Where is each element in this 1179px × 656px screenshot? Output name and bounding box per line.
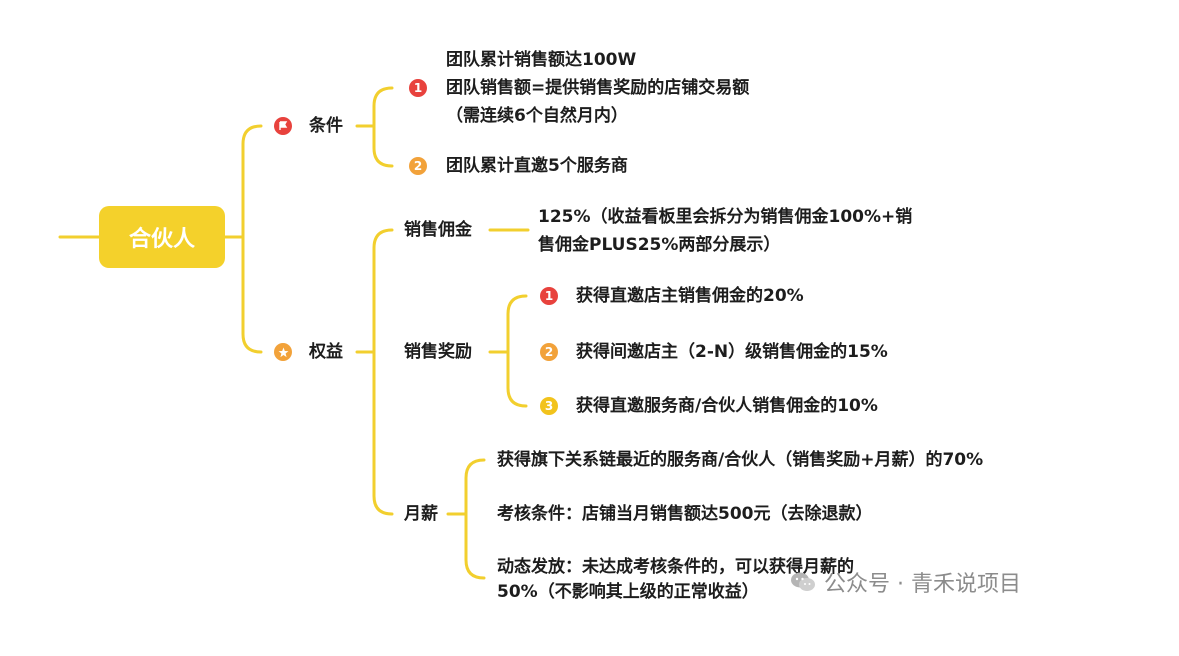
rights-label: 权益 bbox=[309, 342, 343, 362]
salary-item-1: 获得旗下关系链最近的服务商/合伙人（销售奖励+月薪）的70% bbox=[497, 450, 984, 470]
reward-item-1: 获得直邀店主销售佣金的20% bbox=[576, 286, 804, 306]
connector-root-branches bbox=[223, 124, 263, 354]
salary-item-3-line-1: 动态发放：未达成考核条件的，可以获得月薪的 bbox=[497, 557, 854, 577]
root-node: 合伙人 bbox=[99, 206, 225, 268]
reward-label: 销售奖励 bbox=[404, 342, 472, 362]
salary-label: 月薪 bbox=[404, 504, 438, 524]
salary-item-3-line-2: 50%（不影响其上级的正常收益） bbox=[497, 582, 759, 602]
watermark-text: 公众号 · 青禾说项目 bbox=[824, 572, 1021, 597]
commission-line-2: 售佣金PLUS25%两部分展示） bbox=[538, 235, 781, 255]
reward-item-3: 获得直邀服务商/合伙人销售佣金的10% bbox=[576, 396, 878, 416]
conditions-label: 条件 bbox=[309, 116, 343, 136]
connector-rights bbox=[355, 228, 394, 516]
salary-item-2: 考核条件：店铺当月销售额达500元（去除退款） bbox=[497, 504, 873, 524]
number-1-badge: 1 bbox=[540, 287, 558, 305]
condition-1-line-3: （需连续6个自然月内） bbox=[446, 106, 628, 126]
flag-icon bbox=[274, 117, 292, 135]
number-2-badge: 2 bbox=[409, 157, 427, 175]
number-1-badge: 1 bbox=[409, 79, 427, 97]
watermark: 公众号 · 青禾说项目 bbox=[790, 566, 1021, 598]
condition-2-line-1: 团队累计直邀5个服务商 bbox=[446, 156, 628, 176]
root-label: 合伙人 bbox=[128, 227, 195, 252]
commission-line-1: 125%（收益看板里会拆分为销售佣金100%+销 bbox=[538, 207, 913, 227]
connector-salary bbox=[446, 458, 486, 580]
wechat-icon bbox=[790, 571, 816, 593]
condition-1-line-2: 团队销售额=提供销售奖励的店铺交易额 bbox=[446, 78, 750, 98]
star-icon bbox=[274, 343, 292, 361]
number-2-badge: 2 bbox=[540, 343, 558, 361]
reward-item-2: 获得间邀店主（2-N）级销售佣金的15% bbox=[576, 342, 888, 362]
connector-conditions bbox=[355, 86, 394, 168]
connector-reward bbox=[488, 294, 528, 408]
number-3-badge: 3 bbox=[540, 397, 558, 415]
commission-label: 销售佣金 bbox=[404, 220, 472, 240]
condition-1-line-1: 团队累计销售额达100W bbox=[446, 50, 637, 70]
